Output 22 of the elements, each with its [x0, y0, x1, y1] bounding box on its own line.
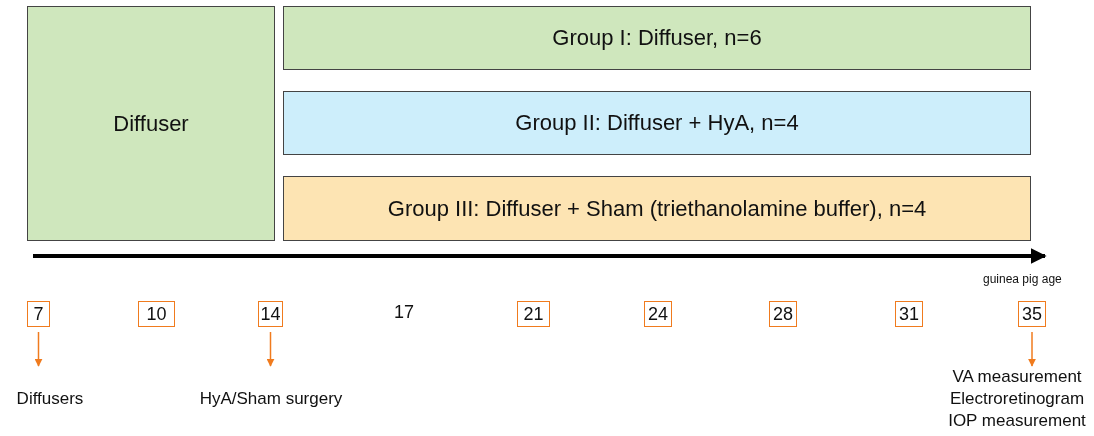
- day-box: 21: [517, 301, 550, 327]
- day-box: 24: [644, 301, 672, 327]
- day-box: 10: [138, 301, 175, 327]
- event-label: IOP measurement: [948, 410, 1086, 432]
- event-label: VA measurement: [952, 366, 1082, 388]
- day-number: 17: [394, 302, 415, 323]
- day-box: 28: [769, 301, 797, 327]
- event-label: Diffusers: [16, 388, 84, 410]
- day-box: 14: [258, 301, 283, 327]
- group-box: Diffuser: [27, 6, 275, 241]
- day-box: 7: [27, 301, 50, 327]
- day-box: 35: [1018, 301, 1046, 327]
- day-box: 31: [895, 301, 923, 327]
- group-box: Group I: Diffuser, n=6: [283, 6, 1031, 70]
- arrow: [1028, 331, 1036, 367]
- arrow: [34, 331, 43, 367]
- group-box: Group III: Diffuser + Sham (triethanolamine buffer), n=4: [283, 176, 1031, 241]
- event-label: Electroretinogram: [949, 388, 1085, 410]
- axis-label: guinea pig age: [983, 272, 1062, 286]
- group-box: Group II: Diffuser + HyA, n=4: [283, 91, 1031, 155]
- arrow: [266, 331, 275, 367]
- event-label: HyA/Sham surgery: [199, 388, 343, 410]
